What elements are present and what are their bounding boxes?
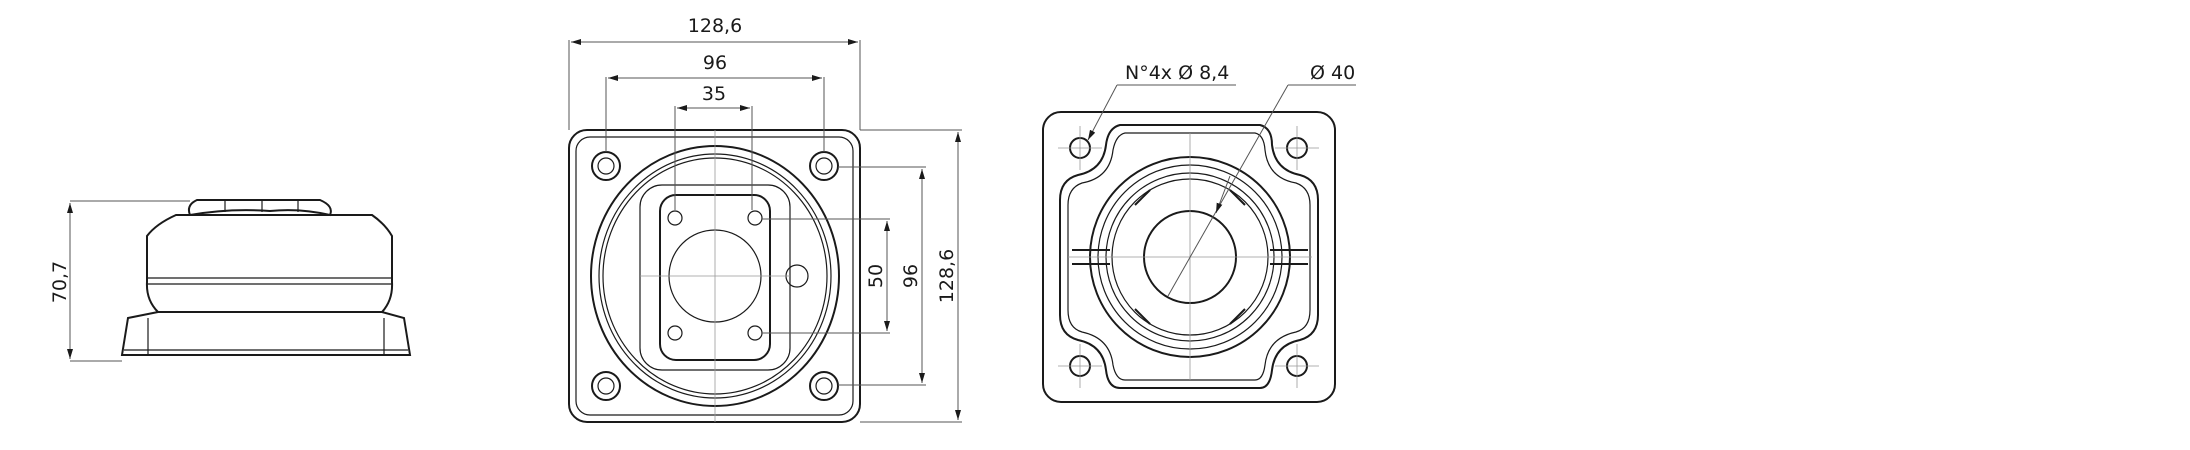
front-inner-height-dimension: 50 xyxy=(865,264,887,288)
side-view: 70,7 xyxy=(49,199,412,362)
side-height-dimension: 70,7 xyxy=(49,261,71,303)
front-hole-width-dimension: 96 xyxy=(703,52,727,74)
bore-diameter-callout: Ø 40 xyxy=(1310,62,1355,84)
front-inner-width-dimension: 35 xyxy=(702,83,726,105)
ribs xyxy=(1072,189,1308,325)
front-view: 128,6 96 35 50 96 128,6 xyxy=(568,15,962,423)
front-overall-height-dimension: 128,6 xyxy=(936,249,958,303)
holes-diameter-callout: N°4x Ø 8,4 xyxy=(1125,62,1229,84)
front-hole-height-dimension: 96 xyxy=(900,264,922,288)
front-overall-width-dimension: 128,6 xyxy=(688,15,742,37)
top-view: N°4x Ø 8,4 Ø 40 xyxy=(1042,62,1356,403)
